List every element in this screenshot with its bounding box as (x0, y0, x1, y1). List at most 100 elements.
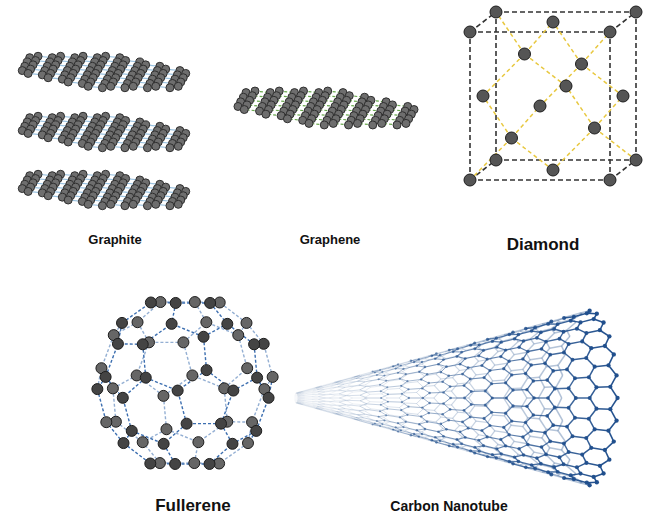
carbon-atom (84, 200, 92, 208)
tube-bond (511, 369, 523, 370)
tube-bond (553, 369, 567, 370)
tube-bond (573, 358, 587, 360)
tube-bond (495, 363, 507, 365)
carbon-atom (143, 202, 151, 210)
carbon-atom (158, 390, 169, 401)
carbon-atom (547, 16, 559, 28)
carbon-atom (158, 438, 169, 449)
carbon-atom (576, 58, 588, 70)
tube-bond (455, 426, 460, 431)
carbon-atom (98, 144, 106, 152)
tube-bond (370, 401, 382, 402)
tube-bond (339, 405, 346, 406)
carbon-atom (64, 138, 72, 146)
carbon-atom (369, 121, 377, 129)
tube-bond (535, 469, 548, 473)
tube-bond (405, 429, 410, 430)
tube-bond (434, 386, 439, 392)
tube-bond (556, 375, 563, 386)
tube-bond (380, 426, 393, 430)
carbon-atom (233, 330, 244, 341)
tube-bond (475, 453, 488, 457)
tube-bond (417, 387, 423, 393)
tube-bond (495, 431, 507, 433)
tube-bond (419, 437, 432, 441)
carbon-atom (174, 82, 182, 90)
carbon-atom (617, 90, 629, 102)
carbon-atom (227, 438, 238, 449)
carbon-atom (172, 385, 183, 396)
carbon-atom (589, 122, 601, 134)
tube-bond (400, 415, 408, 418)
tube-bond (417, 409, 422, 414)
graphite-layers (18, 52, 189, 209)
tube-bond (382, 398, 388, 402)
tube-bond (436, 374, 441, 379)
tube-bond (555, 388, 569, 390)
carbon-atom (117, 317, 128, 328)
cell-edge (495, 12, 497, 160)
tube-bond (458, 412, 470, 414)
tube-bond (305, 396, 319, 397)
carbon-atom (152, 82, 160, 90)
carbon-atom (170, 297, 181, 308)
carbon-atom (166, 318, 177, 329)
tube-bond (325, 404, 339, 406)
tube-bond (533, 379, 547, 381)
carbon-atom (477, 90, 489, 102)
tube-bond (550, 346, 562, 348)
tube-bond (367, 403, 381, 405)
tube-bond (490, 431, 494, 437)
tube-bond (425, 364, 438, 367)
carbon-atom (174, 200, 182, 208)
tube-bond (436, 417, 441, 422)
tube-bond (347, 392, 353, 395)
carbon-atom (252, 372, 263, 383)
tube-bond (449, 444, 461, 447)
tetra-bond (483, 96, 512, 138)
tube-bond (509, 359, 523, 361)
tube-bond (303, 405, 316, 409)
tube-bond (345, 409, 359, 411)
tube-bond (446, 429, 460, 432)
nanotube-mesh (294, 309, 619, 488)
carbon-atom (464, 174, 476, 186)
tetra-bond (470, 138, 512, 180)
tube-bond (444, 436, 457, 439)
carbon-atom (242, 363, 253, 374)
tube-bond (297, 401, 304, 403)
tube-bond (396, 368, 404, 369)
carbon-atom (283, 115, 291, 123)
tetra-bond (496, 12, 525, 54)
carbon-atom (630, 154, 642, 166)
tube-bond (425, 429, 438, 432)
tube-bond (405, 403, 417, 404)
carbon-atom (490, 6, 502, 18)
tube-bond (469, 383, 474, 390)
tube-bond (475, 339, 488, 343)
tube-bond (507, 433, 515, 442)
tube-bond (305, 398, 319, 399)
tube-bond (434, 404, 439, 410)
tube-bond (541, 329, 554, 332)
carbon-atom (204, 458, 215, 469)
tube-bond (343, 379, 356, 382)
carbon-atom (107, 142, 115, 150)
tube-bond (296, 403, 303, 405)
tube-bond (530, 436, 542, 438)
tube-bond (458, 382, 470, 384)
tube-bond (564, 329, 577, 332)
tube-bond (393, 429, 401, 431)
tube-bond (405, 392, 417, 393)
tube-bond (455, 366, 460, 371)
tube-bond (558, 354, 565, 365)
carbon-atom (121, 202, 129, 210)
tube-bond (484, 347, 497, 350)
tube-bond (364, 387, 370, 391)
tube-bond (360, 406, 366, 409)
tube-bond (490, 359, 494, 365)
tube-bond (370, 393, 382, 394)
carbon-atom (378, 119, 386, 127)
cell-edge (469, 32, 471, 180)
carbon-atom (137, 437, 148, 448)
